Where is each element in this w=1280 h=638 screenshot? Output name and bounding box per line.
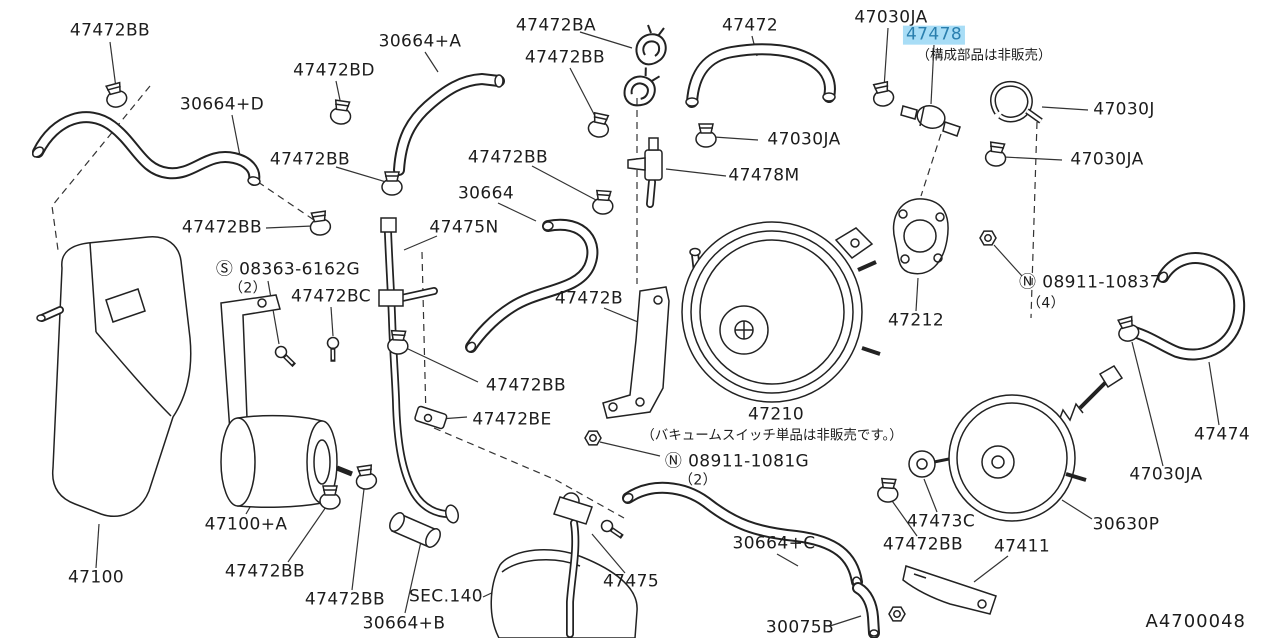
part-label-47475n[interactable]: 47475N [429, 217, 499, 238]
brake-booster-47210-drawing [681, 221, 881, 403]
qty-08363: （2） [228, 280, 268, 297]
part-label-47478m[interactable]: 47478M [728, 165, 800, 186]
bracket-47472b-drawing [602, 286, 670, 419]
part-label-47030ja-2[interactable]: 47030JA [1070, 149, 1144, 170]
part-label-47030ja-1[interactable]: 47030JA [854, 7, 928, 28]
hose-30664-drawing [465, 218, 599, 353]
check-valve-47478-drawing [900, 105, 961, 137]
note-vacuum-switch: （バキュームスイッチ単品は非販売です。） [641, 427, 903, 444]
part-label-47472be[interactable]: 47472BE [472, 409, 552, 430]
part-label-47472[interactable]: 47472 [721, 15, 779, 36]
part-label-47472b[interactable]: 47472B [554, 288, 624, 309]
part-label-47411[interactable]: 47411 [993, 536, 1051, 557]
hose-30664a-drawing [393, 72, 505, 176]
hose-47474-drawing [1122, 252, 1246, 361]
part-label-30664a[interactable]: 30664+A [378, 31, 462, 52]
drawing-number: A4700048 [1145, 611, 1246, 632]
part-label-47472ba[interactable]: 47472BA [515, 15, 597, 36]
part-label-47210[interactable]: 47210 [747, 404, 805, 425]
part-label-47472bb-6[interactable]: 47472BB [485, 375, 567, 396]
fitting-47478m-drawing [627, 137, 663, 208]
part-label-30664[interactable]: 30664 [457, 183, 515, 204]
part-label-47472bb-8[interactable]: 47472BB [224, 561, 306, 582]
part-label-47472bd[interactable]: 47472BD [293, 60, 375, 81]
hose-30664d-drawing [31, 111, 261, 186]
qty-10837: （4） [1026, 295, 1066, 312]
gasket-47212-drawing [892, 198, 949, 275]
part-label-47472bb-2[interactable]: 47472BB [524, 47, 606, 68]
bracket-47411-drawing [902, 565, 997, 615]
part-label-47100[interactable]: 47100 [67, 567, 125, 588]
clamp-47472be-drawing [414, 405, 448, 430]
part-label-47030j[interactable]: 47030J [1093, 99, 1155, 120]
valve-47473c-drawing [908, 450, 950, 478]
note-components-not-sold: （構成部品は非販売） [916, 47, 1052, 64]
part-label-08363-6162g[interactable]: Ⓢ 08363-6162G [215, 259, 361, 280]
part-label-47472bb-9[interactable]: 47472BB [304, 589, 386, 610]
part-label-47100a[interactable]: 47100+A [204, 514, 288, 535]
pipe-assembly-47475n-drawing [378, 217, 459, 548]
part-label-47478[interactable]: 47478 [902, 25, 966, 45]
part-label-30075b[interactable]: 30075B [765, 617, 835, 638]
part-label-47472bb-3[interactable]: 47472BB [269, 149, 351, 170]
part-label-47472bb-1[interactable]: 47472BB [69, 20, 151, 41]
hose-30664c-drawing [622, 481, 863, 588]
part-label-30630p[interactable]: 30630P [1092, 514, 1160, 535]
part-label-47473c[interactable]: 47473C [906, 511, 976, 532]
part-label-47212[interactable]: 47212 [887, 310, 945, 331]
part-label-47030ja-3[interactable]: 47030JA [767, 129, 841, 150]
part-label-47474[interactable]: 47474 [1193, 424, 1251, 445]
part-label-30664d[interactable]: 30664+D [179, 94, 265, 115]
fitting-47475-drawing [553, 492, 593, 638]
part-label-08911-10837[interactable]: Ⓝ 08911-10837 [1019, 272, 1161, 293]
part-label-47472bb-7[interactable]: 47472BB [882, 534, 964, 555]
clip-47030j-drawing [990, 80, 1043, 124]
part-label-47472bb-5[interactable]: 47472BB [181, 217, 263, 238]
part-label-47472bb-4[interactable]: 47472BB [467, 147, 549, 168]
sec-140-link[interactable]: SEC.140 [408, 586, 484, 607]
part-label-30664c[interactable]: 30664+C [732, 533, 816, 554]
part-label-08911-1081g[interactable]: Ⓝ 08911-1081G [664, 451, 810, 472]
actuator-30630p-drawing [948, 365, 1124, 522]
hose-30075b-drawing [852, 582, 880, 638]
vacuum-tank-47100-drawing [36, 236, 192, 517]
canister-47100a-drawing [220, 414, 353, 508]
hose-47472-drawing [685, 43, 836, 108]
part-label-47475[interactable]: 47475 [602, 571, 660, 592]
qty-1081g: （2） [678, 472, 718, 489]
part-label-30664b[interactable]: 30664+B [362, 613, 446, 634]
part-label-47472bc[interactable]: 47472BC [290, 286, 372, 307]
part-label-47030ja-4[interactable]: 47030JA [1129, 464, 1203, 485]
